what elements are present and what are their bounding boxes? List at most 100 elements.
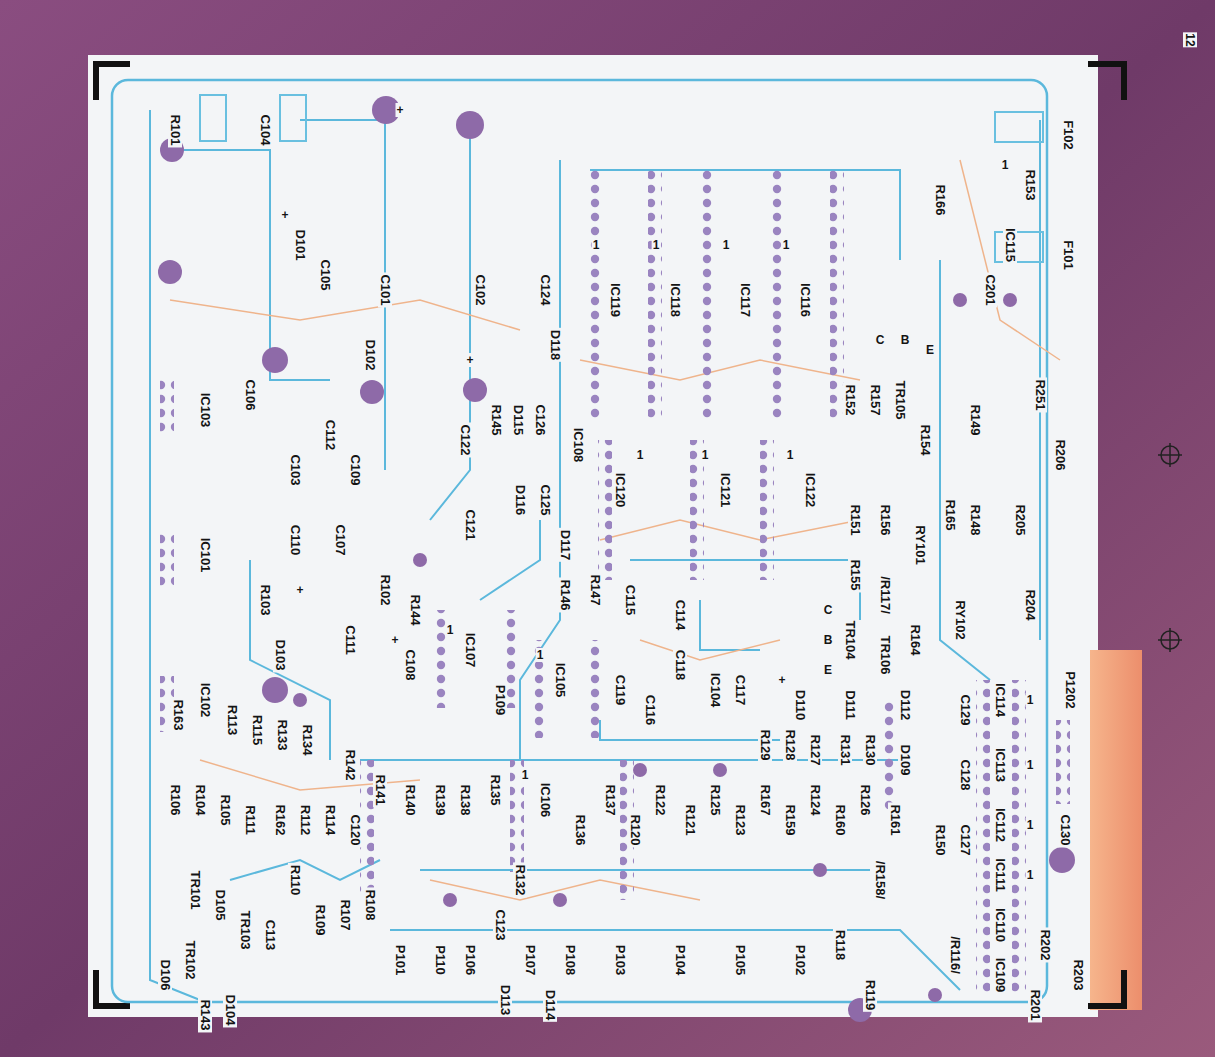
copper-traces [150, 110, 1040, 1000]
component-ref: R115 [250, 713, 264, 747]
pin-marker: 1 [521, 768, 530, 782]
component-ref: R206 [1053, 437, 1067, 472]
component-ref: R155 [848, 557, 862, 592]
component-ref: R162 [273, 802, 287, 837]
component-ref: P109 [493, 683, 507, 717]
component-ref: IC118 [668, 281, 682, 319]
paper-sheet [88, 55, 1098, 1017]
component-ref: R102 [378, 572, 392, 607]
pin-marker: 1 [701, 448, 710, 462]
component-ref: R160 [833, 802, 847, 837]
component-ref: TR104 [843, 618, 857, 661]
component-ref: P108 [563, 943, 577, 977]
component-ref: R166 [933, 182, 947, 217]
component-ref: RY101 [913, 523, 927, 566]
component-ref: /R117/ [878, 574, 892, 616]
component-ref: R133 [275, 717, 289, 752]
pin-marker: + [777, 673, 786, 687]
component-ref: R134 [300, 722, 314, 757]
component-ref: R141 [373, 772, 387, 807]
pin-marker: + [390, 633, 399, 647]
component-ref: R135 [488, 772, 502, 807]
component-ref: C126 [533, 402, 547, 437]
component-ref: R106 [168, 782, 182, 817]
component-ref: R204 [1023, 587, 1037, 622]
component-pads [158, 96, 1075, 1022]
orange-strip [1090, 650, 1142, 1010]
component-ref: IC101 [198, 536, 212, 575]
component-ref: R120 [628, 812, 642, 847]
component-ref: P107 [523, 943, 537, 977]
component-ref: IC114 [993, 681, 1007, 719]
component-ref: D103 [273, 637, 287, 672]
component-ref: R251 [1033, 377, 1047, 412]
pin-marker: + [280, 208, 289, 222]
component-ref: R121 [683, 802, 697, 837]
component-ref: C102 [473, 272, 487, 307]
component-ref: /R158/ [873, 859, 887, 901]
component-ref: TR106 [878, 633, 892, 676]
component-ref: R201 [1028, 987, 1042, 1022]
component-ref: R165 [943, 497, 957, 532]
component-ref: R163 [171, 697, 185, 732]
component-ref: R138 [458, 782, 472, 817]
ic-pad-rows [160, 170, 1070, 992]
component-ref: R103 [258, 582, 272, 617]
component-ref: R107 [338, 897, 352, 932]
component-ref: C113 [263, 918, 277, 952]
component-ref: D106 [158, 957, 172, 992]
component-ref: IC113 [993, 746, 1007, 784]
component-ref: C103 [288, 452, 302, 487]
component-ref: R101 [168, 112, 182, 147]
component-ref: R125 [708, 782, 722, 817]
component-ref: R129 [758, 727, 772, 762]
pin-marker: 1 [1001, 158, 1010, 172]
component-ref: R144 [408, 592, 422, 627]
component-ref: IC105 [553, 661, 567, 700]
component-ref: D114 [543, 988, 557, 1022]
component-ref: R203 [1071, 957, 1085, 992]
component-ref: C201 [983, 272, 997, 307]
component-ref: R112 [298, 803, 312, 837]
component-ref: C122 [458, 422, 472, 457]
component-ref: R137 [603, 782, 617, 817]
component-ref: C107 [333, 522, 347, 557]
component-ref: IC120 [613, 471, 627, 510]
component-ref: R105 [218, 792, 232, 827]
pin-marker: 1 [636, 448, 645, 462]
component-ref: R153 [1023, 167, 1037, 202]
component-ref: R111 [243, 803, 257, 837]
component-ref: R122 [653, 782, 667, 817]
pin-marker: 12 [1183, 32, 1197, 47]
component-ref: R130 [863, 732, 877, 767]
component-ref: RY102 [953, 598, 967, 641]
component-ref: IC107 [463, 631, 477, 670]
component-ref: C120 [348, 812, 362, 847]
component-ref: R104 [193, 782, 207, 817]
pin-marker: E [925, 343, 935, 357]
component-ref: R110 [288, 863, 302, 897]
pin-marker: + [465, 353, 474, 367]
pin-marker: 1 [652, 238, 661, 252]
component-ref: TR105 [893, 378, 907, 421]
component-ref: R132 [513, 862, 527, 897]
pin-marker: 1 [1026, 818, 1035, 832]
component-ref: R126 [858, 782, 872, 817]
component-ref: IC108 [571, 426, 585, 465]
component-ref: R136 [573, 812, 587, 847]
component-ref: D116 [513, 483, 527, 517]
board-outline [112, 80, 1047, 1002]
component-ref: C130 [1058, 812, 1072, 847]
pin-marker: 1 [592, 238, 601, 252]
component-ref: IC115 [1003, 226, 1017, 264]
component-ref: D104 [223, 992, 237, 1027]
component-ref: D110 [793, 688, 807, 722]
component-ref: R109 [313, 902, 327, 937]
component-ref: R139 [433, 782, 447, 817]
component-ref: R108 [363, 887, 377, 922]
component-ref: C109 [348, 452, 362, 487]
component-ref: D102 [363, 337, 377, 372]
